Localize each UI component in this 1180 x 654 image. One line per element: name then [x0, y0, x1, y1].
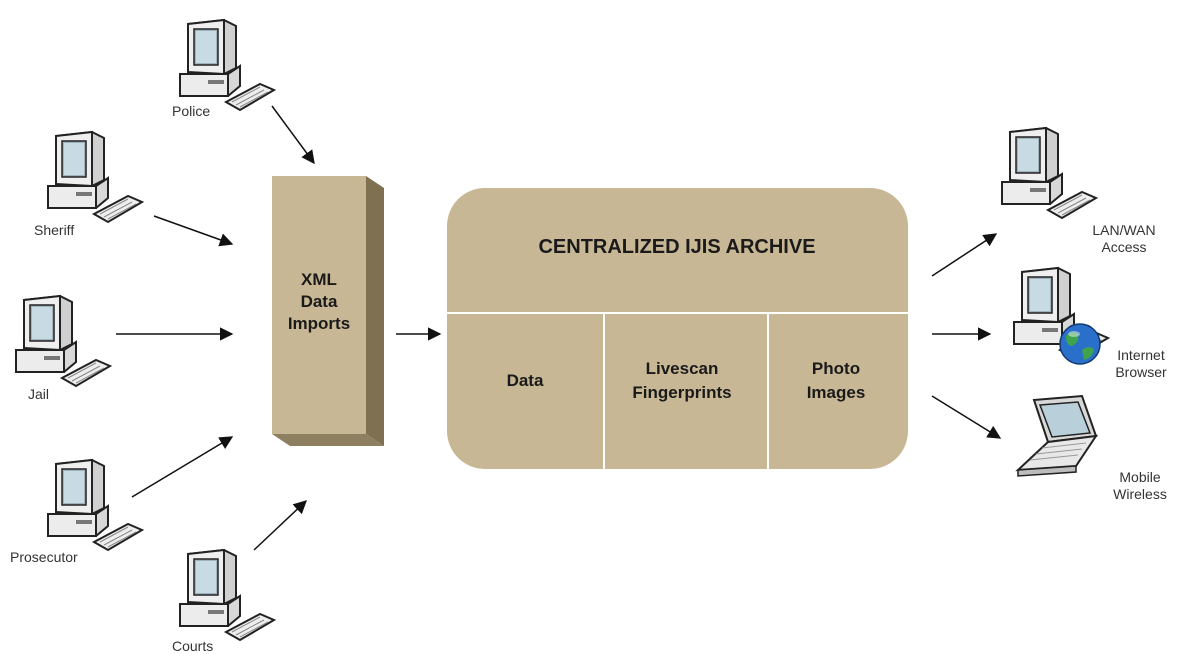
police-arrow	[271, 105, 315, 165]
archive-cell-photo-line-1: Photo	[812, 359, 860, 378]
mobile-label-line-2: Wireless	[1113, 486, 1167, 502]
mobile-label-line-1: Mobile	[1119, 469, 1160, 485]
mobile-arrow	[931, 395, 1002, 439]
archive-cell-data: Data	[507, 371, 544, 390]
imports-line-1: XML	[301, 270, 337, 289]
police-label: Police	[172, 103, 210, 119]
courts-arrow	[253, 500, 307, 551]
prosecutor-computer-icon	[47, 459, 143, 551]
jail-label: Jail	[28, 386, 49, 402]
prosecutor-arrow	[131, 436, 234, 498]
internet-label-line-1: Internet	[1117, 347, 1165, 363]
lan-wan-arrow	[931, 233, 998, 277]
globe-icon	[1059, 323, 1101, 365]
centralized-archive-panel	[447, 188, 908, 469]
sheriff-arrow	[153, 215, 234, 247]
archive-cell-livescan-line-1: Livescan	[646, 359, 719, 378]
lan-wan-label-line-1: LAN/WAN	[1092, 222, 1155, 238]
imports-line-2: Data	[301, 292, 338, 311]
sheriff-label: Sheriff	[34, 222, 74, 238]
prosecutor-label: Prosecutor	[10, 549, 78, 565]
archive-cell-livescan-line-2: Fingerprints	[632, 383, 731, 402]
mobile-laptop-icon	[1017, 395, 1097, 477]
courts-computer-icon	[179, 549, 275, 641]
lan-wan-label-line-2: Access	[1101, 239, 1146, 255]
jail-computer-icon	[15, 295, 111, 387]
courts-label: Courts	[172, 638, 213, 654]
police-computer-icon	[179, 19, 275, 111]
internet-label-line-2: Browser	[1115, 364, 1167, 380]
lan-wan-computer-icon	[1001, 127, 1097, 219]
imports-line-3: Imports	[288, 314, 350, 333]
archive-title: CENTRALIZED IJIS ARCHIVE	[538, 236, 815, 258]
archive-cell-photo-line-2: Images	[807, 383, 866, 402]
xml-data-imports-block	[272, 176, 384, 446]
sheriff-computer-icon	[47, 131, 143, 223]
